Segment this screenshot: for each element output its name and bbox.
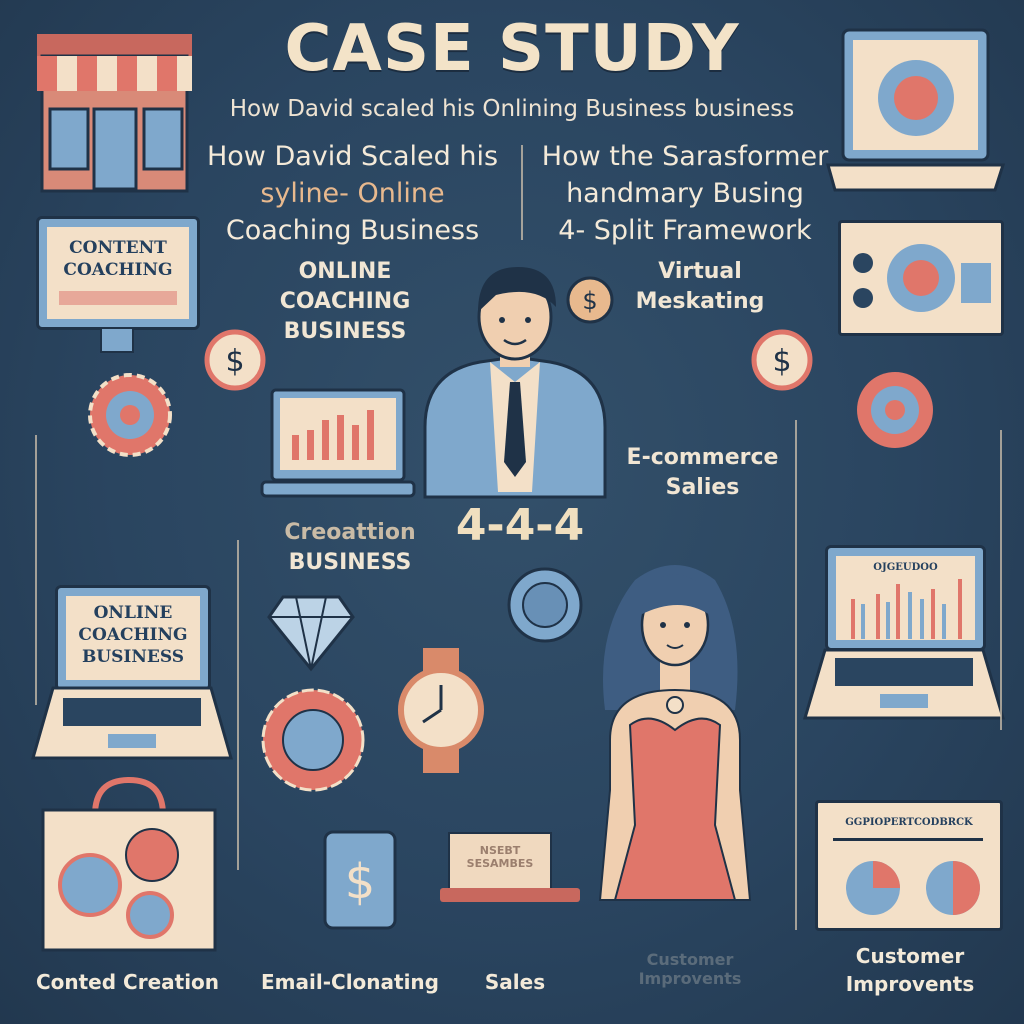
- screen-line: BUSINESS: [81, 647, 185, 667]
- screen-line: CONTENT: [69, 238, 167, 258]
- right-heading-line: How the Sarasformer: [541, 141, 829, 172]
- label-line: Customer: [646, 950, 734, 969]
- bottom-label-content-creation: Conted Creation: [35, 970, 220, 994]
- label-line: E-commerce: [626, 445, 779, 470]
- svg-text:$: $: [582, 287, 597, 315]
- label-line: BUSINESS: [288, 550, 412, 575]
- phone-dollar-icon: $: [323, 830, 397, 930]
- divider: [521, 145, 523, 240]
- dollar-coin-icon: $: [566, 276, 614, 324]
- label-line: ONLINE: [298, 259, 392, 284]
- left-heading-line: Coaching Business: [225, 215, 480, 246]
- creation-label: Creoattion BUSINESS: [270, 518, 430, 578]
- businessman-illustration: [423, 267, 607, 499]
- screen-line: ONLINE: [93, 603, 173, 623]
- gear-icon: [88, 373, 172, 457]
- laptop-icon: [826, 28, 1006, 192]
- laptop-keyboard: [31, 686, 233, 760]
- content-coaching-monitor: CONTENT COACHING: [36, 216, 200, 330]
- online-coaching-laptop: ONLINE COACHING BUSINESS: [55, 585, 211, 691]
- report-card: GGPIOPERTCODBRCK: [815, 800, 1003, 931]
- connector-line: [1000, 430, 1002, 730]
- label-line: Improvents: [638, 969, 742, 988]
- screen-line: COACHING: [78, 625, 188, 645]
- connector-line: [237, 540, 239, 870]
- left-heading-line: How David Scaled his: [206, 141, 499, 172]
- label-line: Creoattion: [284, 520, 416, 545]
- dollar-coin-icon: $: [204, 329, 266, 391]
- bottom-label-email: Email-Clonating: [261, 970, 439, 994]
- diamond-icon: [267, 595, 355, 672]
- label-line: Meskating: [635, 289, 765, 314]
- bottom-label-customer: Customer Improvents: [830, 942, 990, 998]
- right-heading-line: 4- Split Framework: [558, 215, 812, 246]
- watch-icon: [398, 648, 484, 773]
- left-heading: How David Scaled his syline- Online Coac…: [200, 138, 505, 249]
- flower-badge-icon: [261, 688, 365, 792]
- virtual-label: Virtual Meskating: [630, 257, 770, 317]
- storefront-icon: [37, 34, 192, 193]
- report-title: GGPIOPERTCODBRCK: [845, 817, 973, 828]
- ecommerce-label: E-commerce Salies: [605, 443, 800, 503]
- left-heading-line: syline- Online: [260, 178, 445, 209]
- coin-icon: [507, 567, 583, 643]
- subtitle: How David scaled his Onlining Business b…: [229, 96, 795, 122]
- screen-line: COACHING: [63, 260, 173, 280]
- online-coaching-label: ONLINE COACHING BUSINESS: [260, 257, 430, 347]
- sign-base: [440, 888, 580, 902]
- right-heading: How the Sarasformer handmary Busing 4- S…: [535, 138, 835, 249]
- bottom-label-sales: Sales: [484, 970, 546, 994]
- sign-line: SESAMBES: [466, 857, 534, 870]
- progress-strip: [59, 291, 177, 305]
- label-line: COACHING: [279, 289, 411, 314]
- label-line: Customer: [855, 944, 965, 968]
- sign-line: NSEBT: [479, 844, 521, 857]
- svg-text:$: $: [772, 344, 791, 379]
- label-line: Improvents: [845, 972, 975, 996]
- chart-title: OJGEUDOO: [873, 562, 938, 573]
- monitor-stand: [100, 327, 134, 353]
- svg-text:$: $: [225, 344, 244, 379]
- laptop-keyboard: [802, 648, 1006, 720]
- svg-text:$: $: [345, 854, 376, 910]
- dollar-coin-icon: $: [751, 329, 813, 391]
- sales-chart-laptop: OJGEUDOO: [825, 545, 986, 651]
- dashboard-card: [838, 220, 1004, 336]
- shopping-bag-icon: [41, 776, 217, 952]
- woman-illustration: [598, 565, 752, 901]
- label-line: Virtual: [658, 259, 742, 284]
- label-line: Salies: [665, 475, 740, 500]
- chart-laptop-icon: [260, 388, 416, 498]
- page-title: CASE STUDY: [284, 12, 740, 86]
- bottom-label-faded: Customer Improvents: [620, 950, 760, 988]
- right-heading-line: handmary Busing: [566, 178, 804, 209]
- connector-line: [795, 420, 797, 930]
- framework-number: 4-4-4: [455, 500, 585, 551]
- label-line: BUSINESS: [283, 319, 407, 344]
- target-icon: [857, 372, 933, 448]
- sign-board: NSEBT SESAMBES: [448, 832, 552, 891]
- connector-line: [35, 435, 37, 705]
